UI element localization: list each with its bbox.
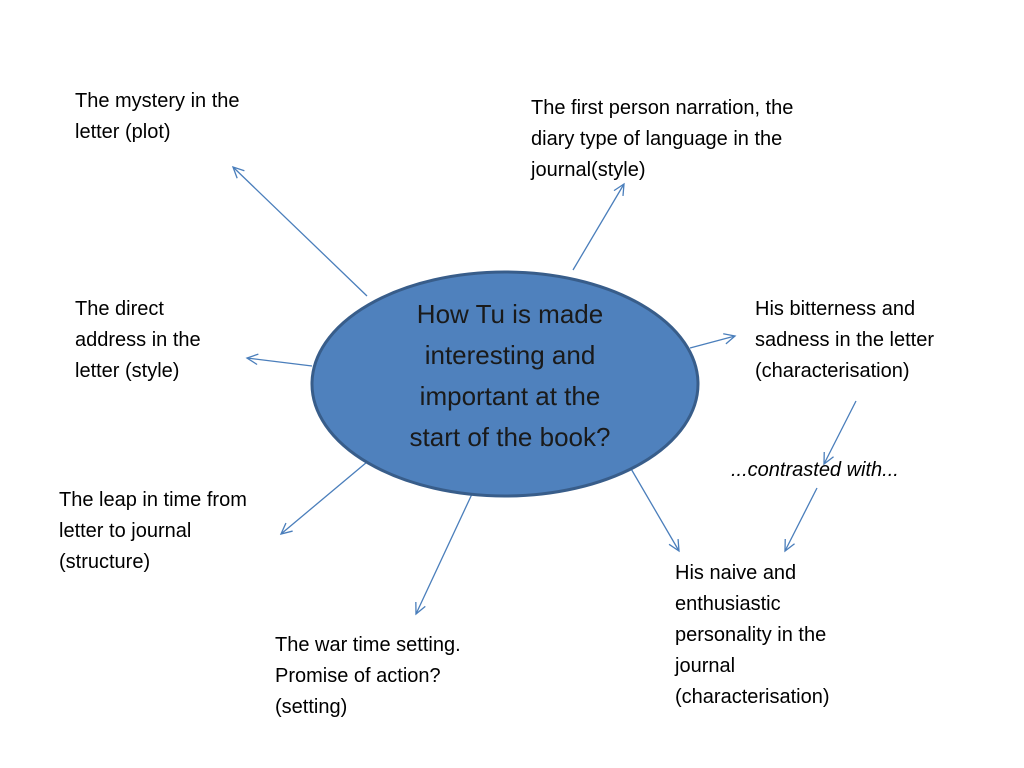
arrow-to-leap xyxy=(280,461,368,535)
connector-arrows xyxy=(231,165,857,616)
arrowhead-5 xyxy=(823,451,834,466)
arrow-contrast-to-naive xyxy=(784,487,818,552)
note-direct-address: The direct address in the letter (style) xyxy=(75,298,201,382)
note-war-time-setting: The war time setting. Promise of action?… xyxy=(275,634,461,718)
arrowhead-8 xyxy=(668,538,680,553)
arrowhead-4 xyxy=(723,333,737,345)
note-first-person: The first person narration, the diary ty… xyxy=(531,97,794,181)
note-contrasted-with: ...contrasted with... xyxy=(731,459,899,481)
central-question: How Tu is made interesting and important… xyxy=(340,294,680,458)
note-leap-in-time: The leap in time from letter to journal … xyxy=(59,489,247,573)
arrowhead-2 xyxy=(613,182,625,197)
central-line-3: important at the xyxy=(419,381,601,411)
note-mystery: The mystery in the letter (plot) xyxy=(75,90,240,143)
central-line-2: interesting and xyxy=(424,340,596,370)
note-naive-personality: His naive and enthusiastic personality i… xyxy=(675,562,830,708)
arrowhead-7 xyxy=(279,522,293,535)
arrow-to-naive xyxy=(629,466,680,552)
arrow-to-direct-address xyxy=(246,357,313,367)
arrow-to-war xyxy=(415,493,473,615)
arrow-bitterness-to-contrast xyxy=(823,400,857,465)
central-line-1: How Tu is made xyxy=(416,299,604,329)
arrowhead-9 xyxy=(415,601,426,616)
arrow-to-first-person xyxy=(572,183,625,271)
arrowhead-3 xyxy=(245,353,259,366)
arrow-to-bitterness xyxy=(689,335,736,349)
central-line-4: start of the book? xyxy=(409,422,611,452)
arrowhead-6 xyxy=(784,538,795,553)
central-ellipse xyxy=(310,270,700,498)
arrowhead-1 xyxy=(231,165,245,179)
note-bitterness: His bitterness and sadness in the letter… xyxy=(755,298,934,382)
arrow-to-mystery xyxy=(232,166,368,297)
